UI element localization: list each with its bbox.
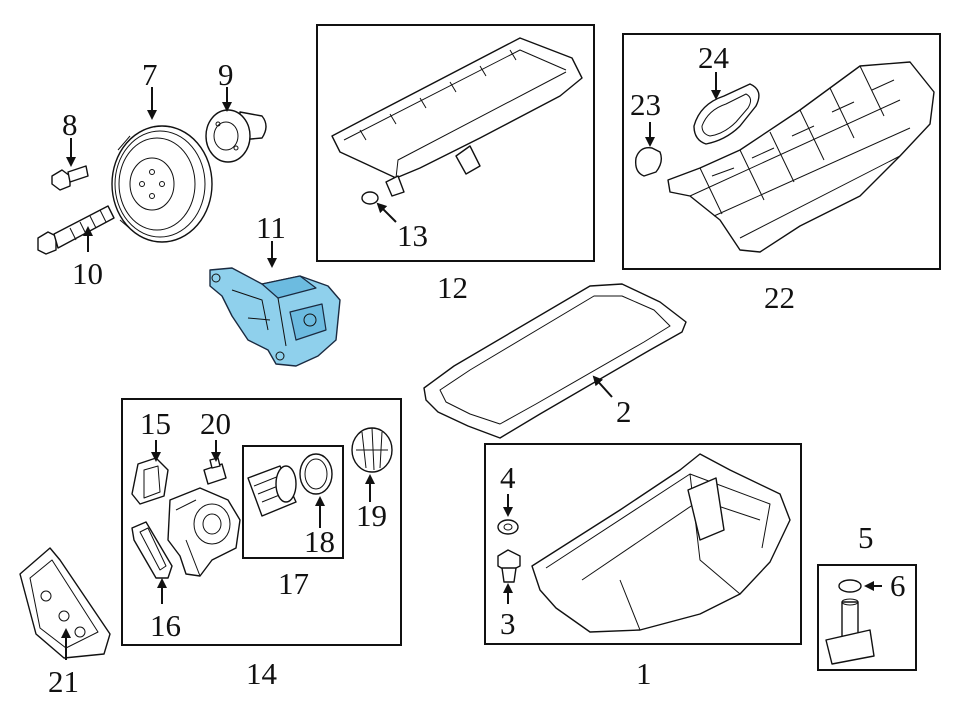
part-15-bracket (131, 457, 169, 505)
group-box-22 (622, 33, 941, 270)
callout-10: 10 (72, 256, 103, 291)
callout-19: 19 (356, 498, 387, 533)
part-12-cover (331, 37, 583, 197)
callout-18: 18 (304, 524, 335, 559)
part-14-filter-housing (167, 487, 241, 577)
part-21-cover-plate (19, 547, 111, 659)
callout-16: 16 (150, 608, 181, 643)
part-6-o-ring (838, 579, 862, 593)
callout-11: 11 (256, 210, 286, 245)
callout-7: 7 (142, 57, 158, 92)
group-box-5 (817, 564, 917, 671)
leader-arrows (61, 72, 882, 660)
callout-13: 13 (397, 218, 428, 253)
callout-23: 23 (630, 87, 661, 122)
group-box-17 (242, 445, 344, 559)
callout-15: 15 (140, 406, 171, 441)
part-8-bolt (51, 165, 89, 191)
part-10-long-bolt (37, 205, 115, 255)
callout-14: 14 (246, 656, 278, 691)
part-4-washer-hole (503, 523, 513, 531)
callout-24: 24 (698, 40, 730, 75)
callout-6: 6 (890, 568, 906, 603)
group-box-12 (316, 24, 595, 262)
part-16-gasket (131, 521, 173, 579)
part-3-drain-plug (497, 549, 521, 583)
callout-22: 22 (764, 280, 795, 315)
part-17-filter-element (247, 465, 297, 517)
callout-21: 21 (48, 664, 79, 699)
part-5-oil-level-sensor (825, 598, 875, 665)
part-1-oil-pan (531, 453, 791, 633)
part-18-o-ring (299, 453, 333, 495)
callout-1: 1 (636, 656, 652, 691)
callout-4: 4 (500, 460, 516, 495)
part-2-pan-gasket (423, 283, 687, 439)
part-24-gasket (693, 83, 760, 145)
group-box-14 (121, 398, 402, 646)
part-9-hub (205, 109, 267, 163)
callout-labels: 7 8 9 10 11 13 12 23 24 22 2 15 20 16 17… (48, 40, 906, 699)
part-13-o-ring (361, 191, 379, 205)
part-23-gasket (634, 147, 663, 177)
callout-2: 2 (616, 394, 632, 429)
part-11-oil-pump (209, 267, 341, 367)
group-box-1 (484, 443, 802, 645)
part-20-sensor (203, 457, 227, 485)
callout-8: 8 (62, 107, 78, 142)
part-24-gasket-inner (701, 93, 752, 137)
part-19-cap (351, 427, 393, 473)
callout-9: 9 (218, 57, 234, 92)
part-4-washer (497, 519, 519, 535)
callout-17: 17 (278, 566, 309, 601)
callout-12: 12 (437, 270, 468, 305)
callout-20: 20 (200, 406, 231, 441)
part-22-intake-manifold (667, 61, 935, 253)
callout-3: 3 (500, 606, 516, 641)
callout-5: 5 (858, 520, 874, 555)
part-7-pulley (111, 125, 213, 243)
